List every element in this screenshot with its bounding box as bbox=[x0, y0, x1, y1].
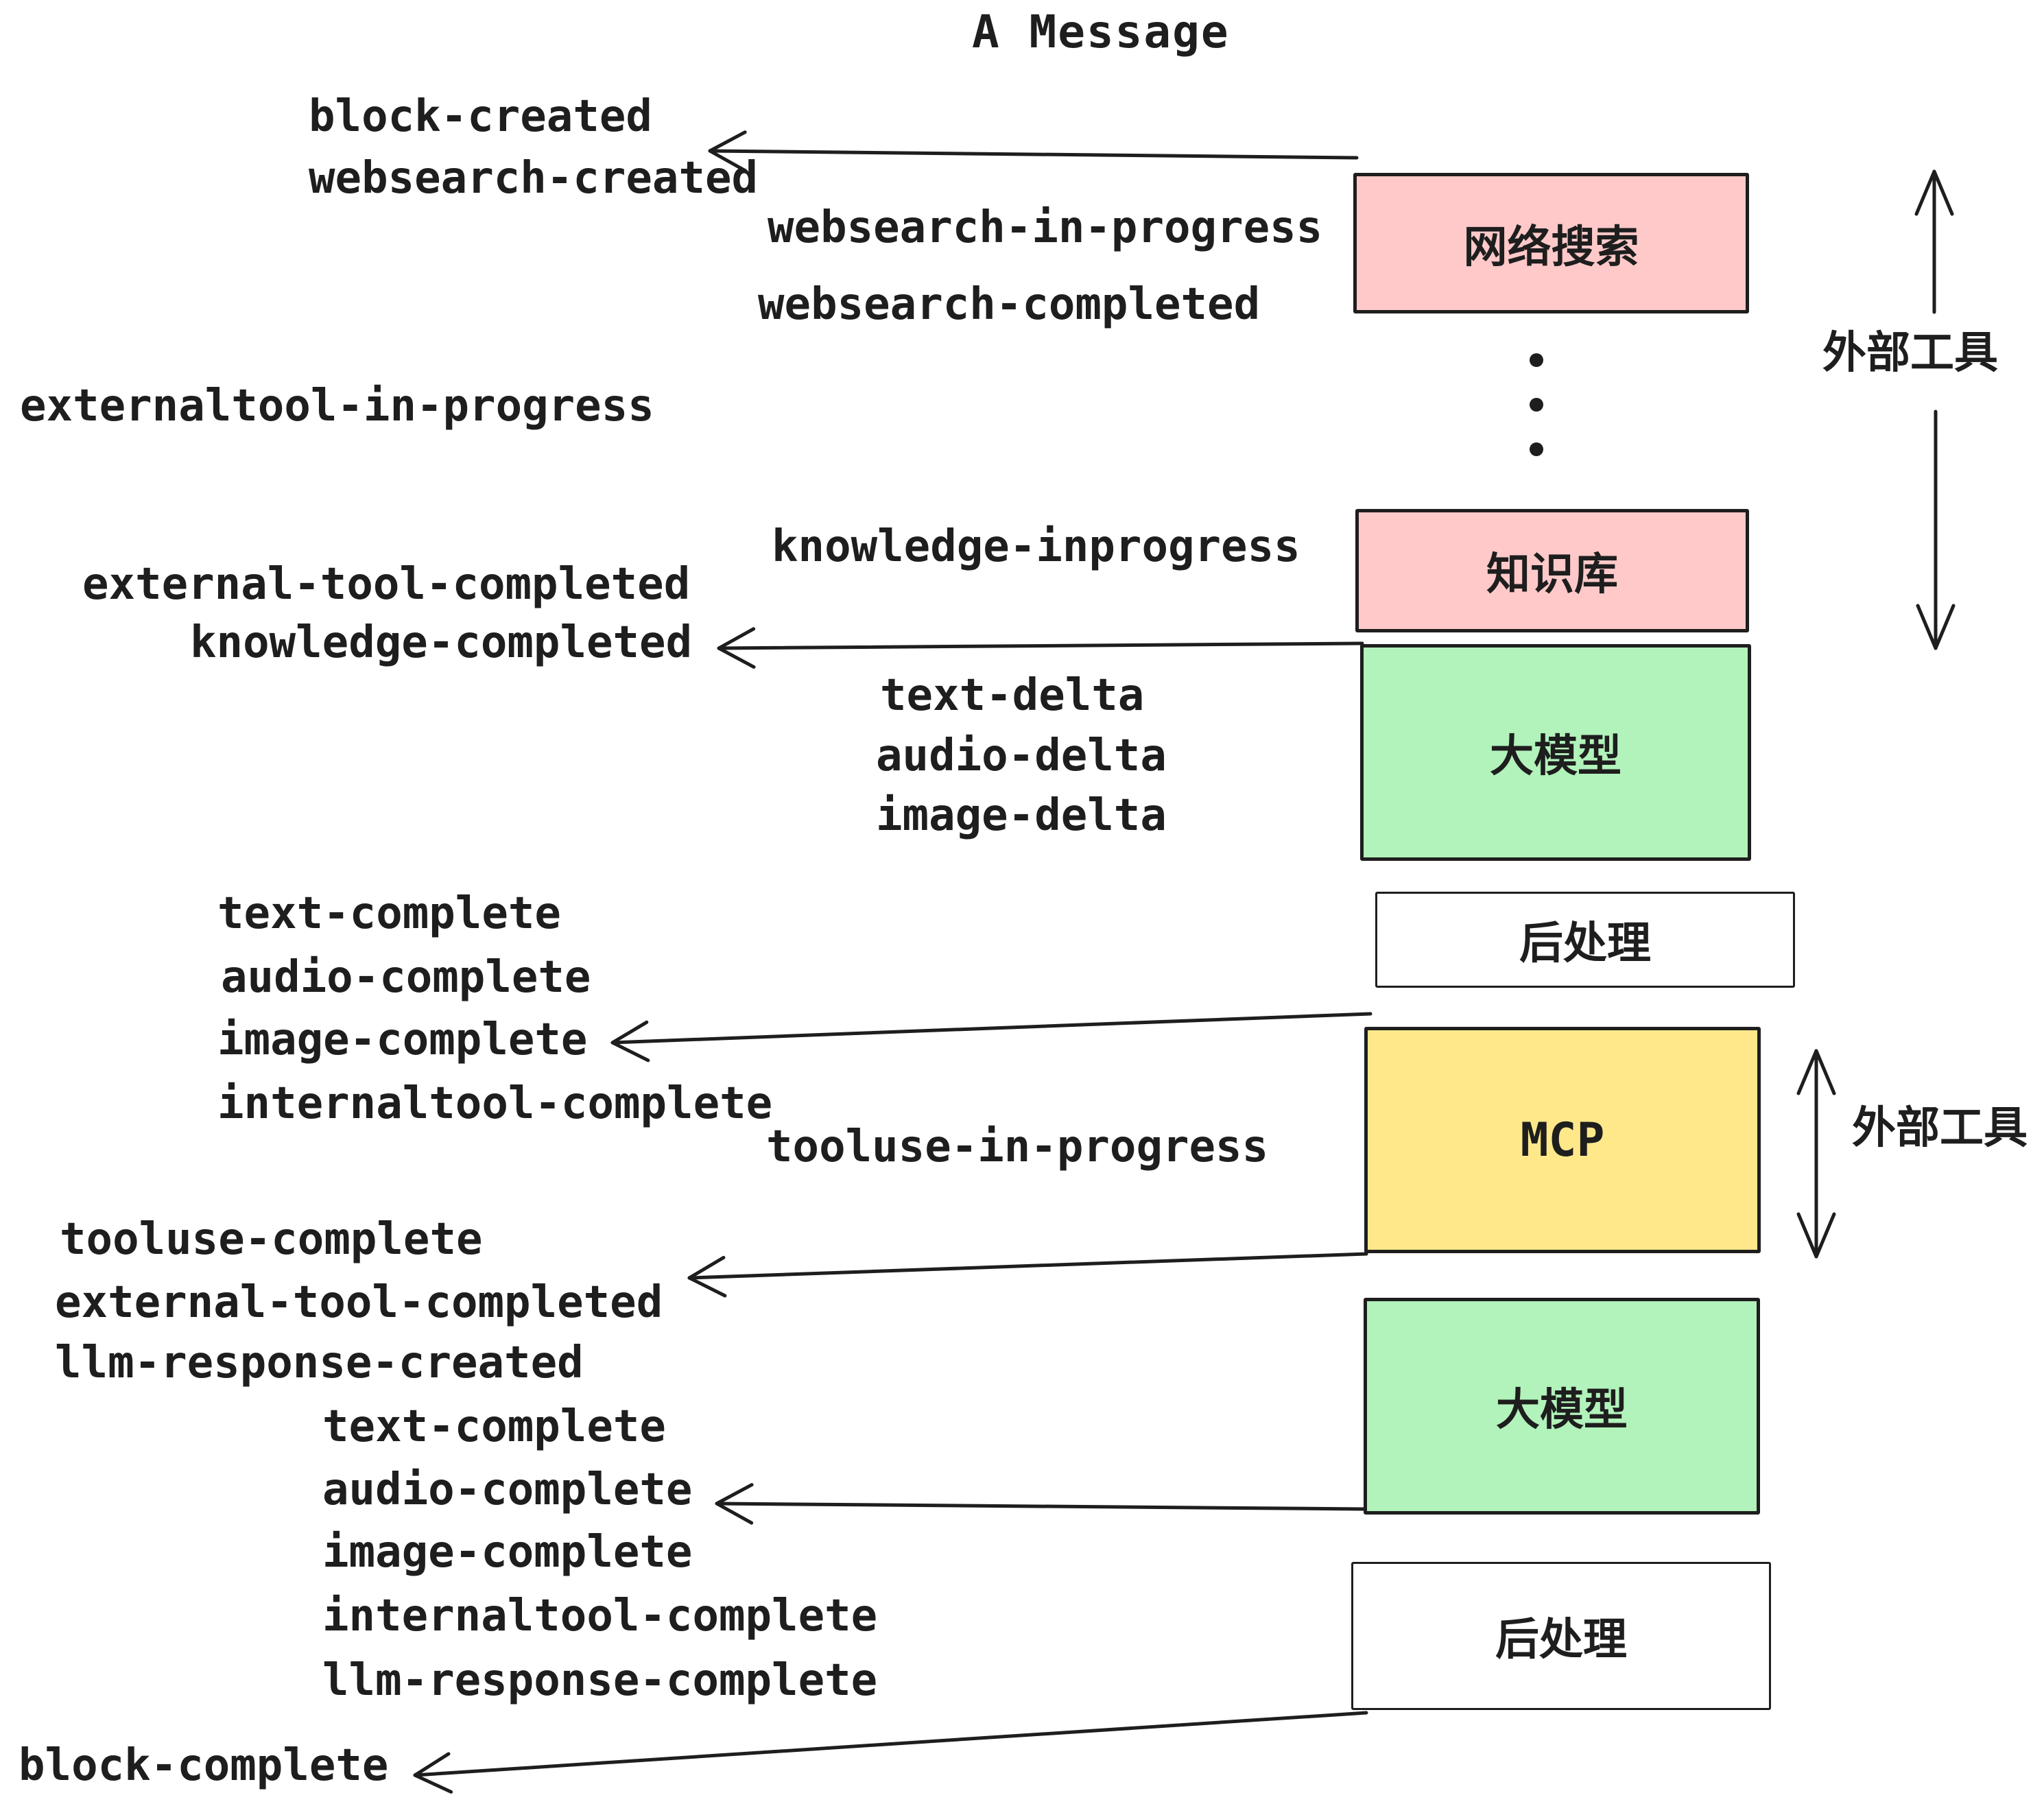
arrow-to-image-complete-head bbox=[610, 1020, 650, 1063]
postprocess-box: 后处理 bbox=[1375, 892, 1795, 988]
event-label: text-delta bbox=[880, 670, 1145, 721]
event-label: text-complete bbox=[217, 888, 561, 939]
event-label: knowledge-completed bbox=[190, 617, 693, 668]
box-label: MCP bbox=[1520, 1113, 1605, 1167]
arrow-to-image-complete-line bbox=[610, 1012, 1372, 1045]
arrow-to-tooluse-complete-head bbox=[687, 1255, 727, 1298]
arrow-to-knowledge-completed-head bbox=[717, 627, 756, 669]
event-label: audio-complete bbox=[322, 1464, 693, 1515]
event-label: text-complete bbox=[322, 1401, 666, 1452]
arrow-to-audio-complete-head bbox=[715, 1483, 754, 1525]
event-label: websearch-in-progress bbox=[768, 202, 1323, 253]
event-label: external-tool-completed bbox=[82, 559, 691, 610]
event-label: tooluse-in-progress bbox=[766, 1121, 1269, 1172]
event-label: websearch-completed bbox=[758, 279, 1261, 330]
external-tools-arrow-up-up-head bbox=[1914, 169, 1954, 216]
ellipsis-dot bbox=[1530, 442, 1543, 456]
knowledge-box: 知识库 bbox=[1355, 509, 1749, 632]
postprocess-box-2: 后处理 bbox=[1351, 1562, 1771, 1710]
arrow-to-knowledge-completed-line bbox=[717, 641, 1364, 650]
llm-box: 大模型 bbox=[1360, 644, 1751, 861]
arrow-to-block-created-line bbox=[708, 149, 1359, 160]
event-label: image-delta bbox=[876, 790, 1167, 841]
event-label: image-complete bbox=[322, 1527, 693, 1578]
event-label: audio-delta bbox=[876, 731, 1167, 781]
external-tools-label-top: 外部工具 bbox=[1822, 328, 1998, 379]
event-label: external-tool-completed bbox=[55, 1277, 663, 1328]
event-label: llm-response-complete bbox=[322, 1655, 878, 1706]
event-label: knowledge-inprogress bbox=[772, 521, 1300, 572]
event-label: image-complete bbox=[217, 1014, 588, 1065]
external-tools-label-mcp: 外部工具 bbox=[1852, 1103, 2028, 1154]
arrow-to-block-created-head bbox=[708, 130, 747, 172]
event-label: block-complete bbox=[19, 1740, 389, 1791]
arrow-to-tooluse-complete-line bbox=[687, 1252, 1368, 1280]
diagram-title: A Message bbox=[972, 5, 1230, 58]
event-label: llm-response-created bbox=[55, 1338, 584, 1388]
box-label: 大模型 bbox=[1490, 731, 1621, 782]
mcp-box: MCP bbox=[1364, 1027, 1761, 1253]
box-label: 大模型 bbox=[1496, 1385, 1628, 1436]
event-label: internaltool-complete bbox=[217, 1078, 773, 1129]
ellipsis-dot bbox=[1530, 353, 1543, 367]
box-label: 知识库 bbox=[1486, 549, 1618, 600]
mcp-external-tools-arrow-down-head bbox=[1796, 1212, 1836, 1259]
event-label: websearch-created bbox=[309, 153, 759, 204]
llm-box-2: 大模型 bbox=[1364, 1298, 1760, 1515]
websearch-box: 网络搜索 bbox=[1353, 173, 1749, 313]
event-label: audio-complete bbox=[221, 952, 591, 1003]
event-label: internaltool-complete bbox=[322, 1591, 878, 1641]
event-label: tooluse-complete bbox=[60, 1214, 483, 1265]
box-label: 后处理 bbox=[1519, 918, 1651, 969]
event-label: externaltool-in-progress bbox=[20, 381, 654, 431]
arrow-to-block-complete-head bbox=[413, 1752, 453, 1794]
arrow-to-block-complete-line bbox=[413, 1711, 1368, 1777]
event-label: block-created bbox=[309, 91, 652, 142]
external-tools-arrow-down-down-head bbox=[1916, 604, 1956, 650]
mcp-external-tools-arrow-up-head bbox=[1796, 1049, 1836, 1095]
arrow-to-audio-complete-line bbox=[715, 1502, 1367, 1511]
box-label: 后处理 bbox=[1495, 1615, 1627, 1665]
box-label: 网络搜索 bbox=[1463, 222, 1639, 273]
ellipsis-dot bbox=[1530, 398, 1543, 412]
